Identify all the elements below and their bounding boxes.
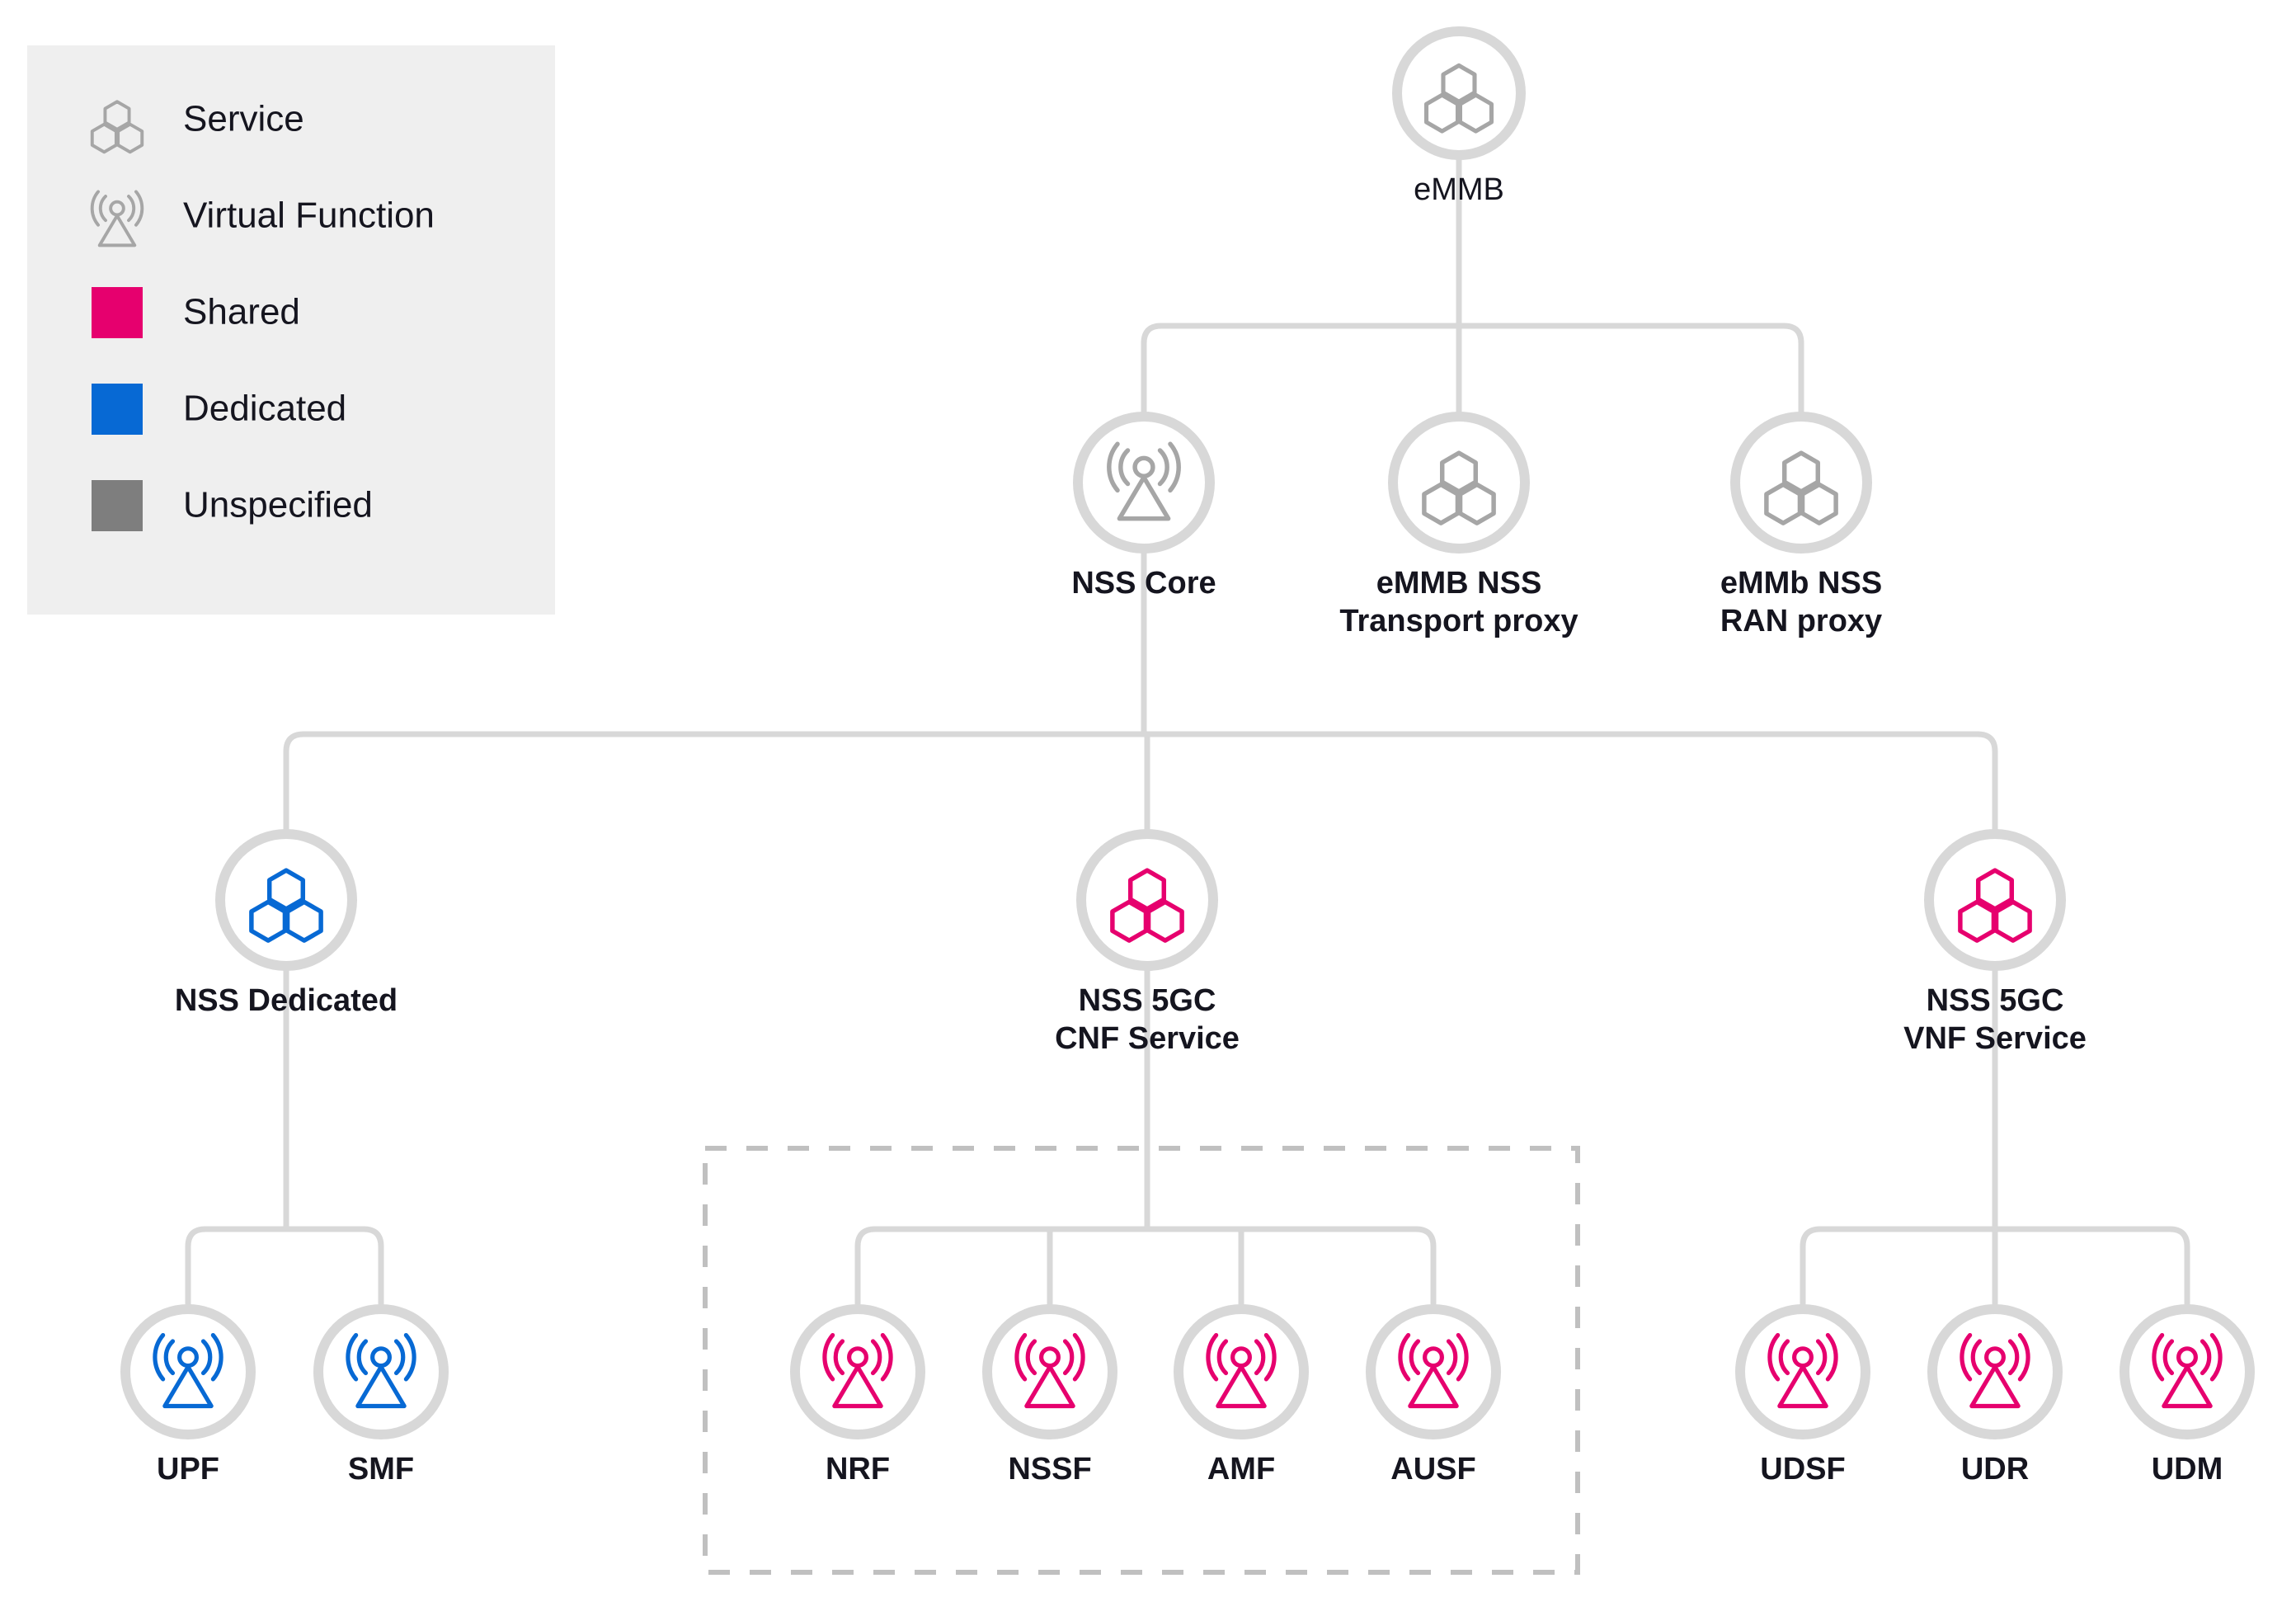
- edge-bus-row3: [283, 731, 1998, 834]
- node-label-nrf: NRF: [826, 1452, 890, 1486]
- node-label-udm: UDM: [2152, 1452, 2223, 1486]
- legend-item-label: Virtual Function: [183, 196, 435, 236]
- legend-item-label: Unspecified: [183, 485, 373, 525]
- edge-bus-row2: [1141, 323, 1804, 417]
- legend-item-dedicated: Dedicated: [92, 384, 346, 435]
- node-ring: [1366, 1304, 1501, 1439]
- legend-item-shared: Shared: [92, 287, 300, 338]
- node-label-upf: UPF: [157, 1452, 219, 1486]
- node-label-ausf: AUSF: [1390, 1452, 1475, 1486]
- node-label-emmb: eMMB: [1414, 172, 1504, 207]
- node-ring: [1174, 1304, 1309, 1439]
- legend-item-service: Service: [90, 99, 304, 154]
- edge-bus-cnf: [854, 1226, 1437, 1309]
- node-nss-core[interactable]: NSS Core: [1071, 412, 1216, 601]
- node-ring: [1073, 412, 1215, 554]
- node-udr[interactable]: UDR: [1927, 1304, 2063, 1486]
- node-label-nss-core: NSS Core: [1071, 566, 1216, 601]
- node-nssf[interactable]: NSSF: [982, 1304, 1117, 1486]
- legend-swatch: [92, 384, 143, 435]
- node-emmb[interactable]: eMMB: [1392, 26, 1526, 207]
- node-ring: [120, 1304, 256, 1439]
- node-amf[interactable]: AMF: [1174, 1304, 1309, 1486]
- node-nrf[interactable]: NRF: [790, 1304, 925, 1486]
- legend-item-unspecified: Unspecified: [92, 480, 373, 531]
- node-udm[interactable]: UDM: [2120, 1304, 2255, 1486]
- legend-item-label: Shared: [183, 292, 300, 332]
- node-ring: [982, 1304, 1117, 1439]
- node-ring: [313, 1304, 449, 1439]
- node-ring: [1927, 1304, 2063, 1439]
- legend-item-label: Dedicated: [183, 389, 346, 429]
- node-label-udsf: UDSF: [1760, 1452, 1845, 1486]
- node-nss-dedicated[interactable]: NSS Dedicated: [175, 829, 398, 1018]
- node-label-udr: UDR: [1961, 1452, 2029, 1486]
- node-ring: [790, 1304, 925, 1439]
- node-label-amf: AMF: [1207, 1452, 1275, 1486]
- node-ring: [2120, 1304, 2255, 1439]
- node-ring: [1924, 829, 2066, 971]
- node-label-smf: SMF: [348, 1452, 414, 1486]
- legend-swatch: [92, 480, 143, 531]
- connector-lines: [185, 157, 2190, 1309]
- node-label-nssf: NSSF: [1008, 1452, 1091, 1486]
- legend-swatch: [92, 287, 143, 338]
- node-ring: [1076, 829, 1218, 971]
- node-label-nss-dedicated: NSS Dedicated: [175, 983, 398, 1018]
- node-ring: [1388, 412, 1530, 554]
- node-udsf[interactable]: UDSF: [1735, 1304, 1870, 1486]
- node-upf[interactable]: UPF: [120, 1304, 256, 1486]
- node-ring: [1392, 26, 1526, 160]
- legend-item-virtual-function: Virtual Function: [90, 190, 435, 247]
- node-smf[interactable]: SMF: [313, 1304, 449, 1486]
- node-ring: [1730, 412, 1872, 554]
- node-ausf[interactable]: AUSF: [1366, 1304, 1501, 1486]
- edge-bus-dedicated: [185, 1226, 384, 1309]
- legend-item-label: Service: [183, 99, 304, 139]
- node-ring: [1735, 1304, 1870, 1439]
- dashed-group-box: [703, 1146, 1580, 1575]
- node-ring: [215, 829, 357, 971]
